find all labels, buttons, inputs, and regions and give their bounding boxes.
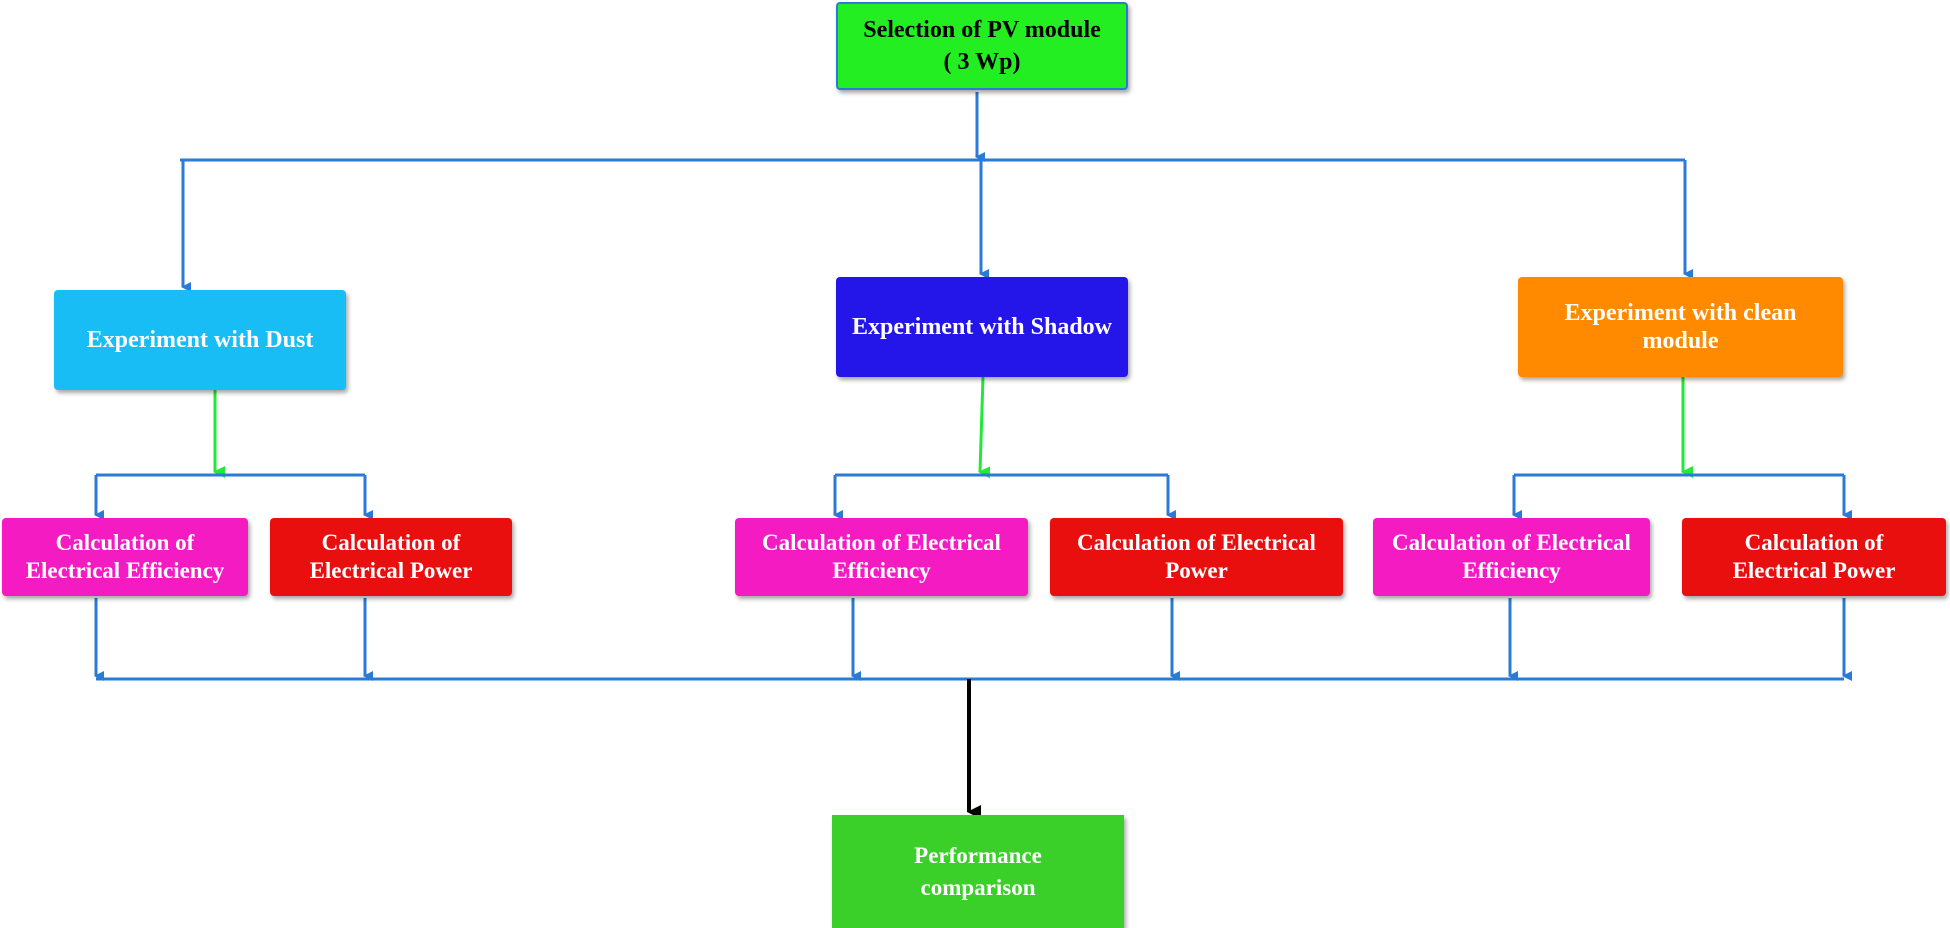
clean-power-calculation-label: Calculation of Electrical Power [1732, 530, 1896, 583]
calculation-branch-connectors [94, 473, 1852, 520]
shadow-efficiency-calculation-box: Calculation of Electrical Efficiency [735, 518, 1028, 596]
experiment-shadow-box: Experiment with Shadow [836, 277, 1128, 377]
dust-efficiency-calculation-box: Calculation of Electrical Efficiency [2, 518, 248, 596]
shadow-efficiency-calculation-label: Calculation of Electrical Efficiency [762, 530, 1001, 583]
top-connector [180, 92, 1693, 292]
clean-efficiency-calculation-label: Calculation of Electrical Efficiency [1392, 530, 1631, 583]
experiment-shadow-label: Experiment with Shadow [851, 314, 1113, 340]
experiment-clean-box: Experiment with clean module [1518, 277, 1843, 377]
experiment-clean-label: Experiment with clean module [1564, 300, 1797, 354]
experiment-dust-box: Experiment with Dust [54, 290, 346, 390]
clean-power-calculation-box: Calculation of Electrical Power [1682, 518, 1946, 596]
clean-efficiency-calculation-box: Calculation of Electrical Efficiency [1373, 518, 1650, 596]
experiment-connectors [213, 376, 1693, 479]
performance-comparison-label: Performance comparison [914, 842, 1042, 900]
shadow-power-calculation-label: Calculation of Electrical Power [1077, 530, 1316, 583]
pv-module-selection-box: Selection of PV module ( 3 Wp) [836, 2, 1128, 90]
pv-module-selection-label: Selection of PV module ( 3 Wp) [863, 17, 1101, 75]
dust-power-calculation-label: Calculation of Electrical Power [309, 530, 473, 583]
dust-efficiency-calculation-label: Calculation of Electrical Efficiency [25, 530, 225, 583]
shadow-power-calculation-box: Calculation of Electrical Power [1050, 518, 1343, 596]
performance-comparison-box: Performance comparison [832, 815, 1124, 928]
collection-connectors [94, 598, 1852, 681]
dust-power-calculation-box: Calculation of Electrical Power [270, 518, 512, 596]
experiment-dust-label: Experiment with Dust [86, 327, 314, 353]
